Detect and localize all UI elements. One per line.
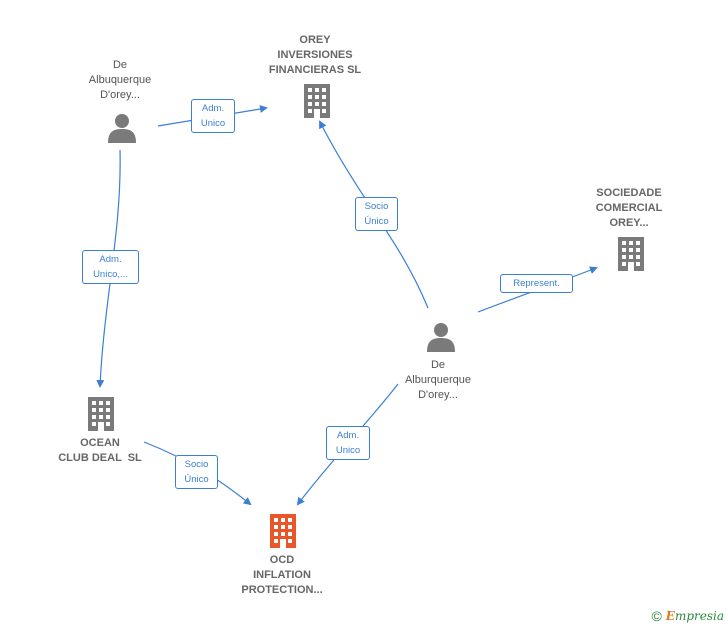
- edge-label-line: Represent.: [513, 278, 560, 289]
- building-icon[interactable]: [270, 514, 296, 548]
- label-line: De: [430, 359, 446, 371]
- label-line: SOCIEDADE: [596, 187, 662, 199]
- empresia-logo: © Empresia: [651, 608, 724, 624]
- edge-label-line: Unico: [335, 445, 361, 456]
- copyright-symbol: ©: [651, 608, 662, 624]
- node-label-orey-inversiones[interactable]: OREY INVERSIONES FINANCIERAS SL: [250, 33, 380, 78]
- person-icon[interactable]: [108, 114, 136, 143]
- edge-label-line: Adm.: [201, 103, 225, 114]
- edge-label-line: Unico: [200, 118, 226, 129]
- label-line: De: [112, 59, 128, 71]
- label-line: PROTECTION...: [241, 584, 323, 596]
- edge-label-adm-unico-ocd[interactable]: Adm. Unico: [326, 426, 370, 460]
- edge-label-line: Unico,...: [93, 269, 128, 280]
- edge-label-socio-unico-ocd[interactable]: Socio Único: [175, 455, 218, 489]
- label-line: COMERCIAL: [595, 202, 663, 214]
- node-label-person-center[interactable]: De Alburquerque D'orey...: [388, 358, 488, 403]
- edge-label-line: Socio: [184, 459, 209, 470]
- brand-name: mpresia: [674, 609, 724, 623]
- edge-label-adm-unico[interactable]: Adm. Unico: [191, 99, 235, 133]
- label-line: OREY: [299, 34, 331, 46]
- label-line: FINANCIERAS SL: [268, 64, 362, 76]
- label-line: OREY...: [609, 217, 649, 229]
- label-line: D'orey...: [100, 89, 140, 101]
- node-label-ocean-club[interactable]: OCEAN CLUB DEAL SL: [45, 436, 155, 466]
- edge-label-socio-unico-orey[interactable]: Socio Único: [355, 197, 398, 231]
- edge-label-line: Único: [364, 216, 389, 227]
- edge-label-line: Único: [184, 474, 209, 485]
- label-line: CLUB DEAL SL: [58, 452, 142, 464]
- edge-label-line: Adm.: [336, 430, 360, 441]
- building-icon[interactable]: [618, 237, 644, 271]
- label-line: INFLATION: [253, 569, 311, 581]
- node-label-sociedade[interactable]: SOCIEDADE COMERCIAL OREY...: [574, 186, 684, 231]
- building-icon[interactable]: [88, 397, 114, 431]
- label-line: INVERSIONES: [277, 49, 353, 61]
- brand-initial: E: [665, 609, 675, 623]
- label-line: OCEAN: [80, 437, 120, 449]
- edge-label-adm-unico-etc[interactable]: Adm. Unico,...: [82, 250, 139, 284]
- edge-label-line: Socio: [364, 201, 389, 212]
- node-label-person-top[interactable]: De Albuquerque D'orey...: [70, 58, 170, 103]
- label-line: D'orey...: [418, 389, 458, 401]
- label-line: Albuquerque: [88, 74, 152, 86]
- building-icon[interactable]: [304, 84, 330, 118]
- edge-label-represent[interactable]: Represent.: [500, 274, 573, 293]
- node-label-ocd[interactable]: OCD INFLATION PROTECTION...: [222, 553, 342, 598]
- label-line: Alburquerque: [404, 374, 472, 386]
- person-icon[interactable]: [427, 323, 455, 352]
- label-line: OCD: [269, 554, 295, 566]
- edge-label-line: Adm.: [99, 254, 122, 265]
